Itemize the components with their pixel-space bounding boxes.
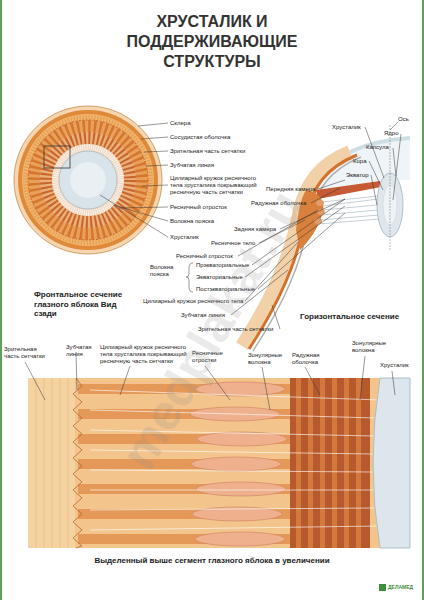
- frontal-eye-section: [14, 106, 162, 254]
- part-label: Зрительная часть сетчатки: [198, 326, 288, 333]
- part-label: Хрусталик: [332, 124, 372, 131]
- part-label: Склера: [170, 120, 250, 127]
- part-label: Зрительная часть сетчатки: [170, 148, 250, 155]
- part-label: Радужная оболочка: [292, 352, 332, 366]
- part-label: Капсула: [366, 144, 406, 151]
- part-label: Хрусталик: [170, 234, 250, 241]
- part-label: Постэкваториальные: [196, 286, 266, 293]
- part-label: Цилиарный кружок ресничного тела: [143, 298, 247, 305]
- part-label: Ресничные отростки: [192, 350, 232, 364]
- part-label: Кора: [353, 158, 383, 165]
- part-label: Экватор: [346, 172, 386, 179]
- part-label: Зубчатая линия: [66, 344, 96, 358]
- part-label: Зрительная часть сетчатки: [4, 346, 46, 360]
- part-label: Ось: [398, 116, 420, 123]
- part-label: Задняя камера: [234, 226, 289, 233]
- part-label: Ресничное тело: [211, 240, 266, 247]
- part-label: Цилиарный кружок ресничного тела хрустал…: [170, 175, 265, 197]
- leader-lines: [25, 352, 395, 410]
- leader-lines: [100, 123, 168, 237]
- part-label: Волокна пояска: [170, 218, 250, 225]
- part-label: Зубчатая линия: [181, 312, 241, 319]
- leader-lines: [186, 122, 401, 329]
- highlight-box: [44, 146, 70, 168]
- part-label: Сосудистая оболочка: [170, 134, 250, 141]
- part-label: Хрусталик: [380, 362, 420, 369]
- part-label: Ресничный отросток: [176, 253, 246, 260]
- part-label: Ядро: [384, 130, 414, 137]
- magnified-segment: [28, 378, 410, 548]
- part-label: Волокна пояска: [150, 264, 186, 278]
- horizontal-eye-section: [242, 125, 410, 351]
- part-label: Прэкваториальные: [196, 262, 266, 269]
- border-bar: [0, 0, 2, 600]
- section-caption: Выделенный выше сегмент глазного яблока …: [30, 556, 394, 566]
- border-bar: [422, 0, 424, 600]
- part-label: Экваториальные: [196, 274, 266, 281]
- section-caption: Горизонтальное сечение: [300, 312, 410, 322]
- poster-title: ХРУСТАЛИК И ПОДДЕРЖИВАЮЩИЕ СТРУКТУРЫ: [112, 12, 312, 72]
- part-label: Зонулярные волокна: [352, 340, 392, 354]
- part-label: Ресничный отросток: [170, 204, 250, 211]
- part-label: Радужная оболочка: [251, 200, 316, 207]
- logo-mark: [379, 584, 386, 591]
- logo-text: ДЕЛАМЕД: [388, 584, 422, 590]
- part-label: Зубчатая линия: [170, 162, 250, 169]
- section-caption: Фронтальное сечение глазного яблока Вид …: [34, 290, 134, 319]
- watermark: medplakat.ru: [106, 176, 318, 483]
- part-label: Передняя камера: [266, 186, 326, 193]
- part-label: Зонулярные волокна: [248, 352, 288, 366]
- part-label: Цилиарный кружок ресничного тела хрустал…: [100, 344, 198, 366]
